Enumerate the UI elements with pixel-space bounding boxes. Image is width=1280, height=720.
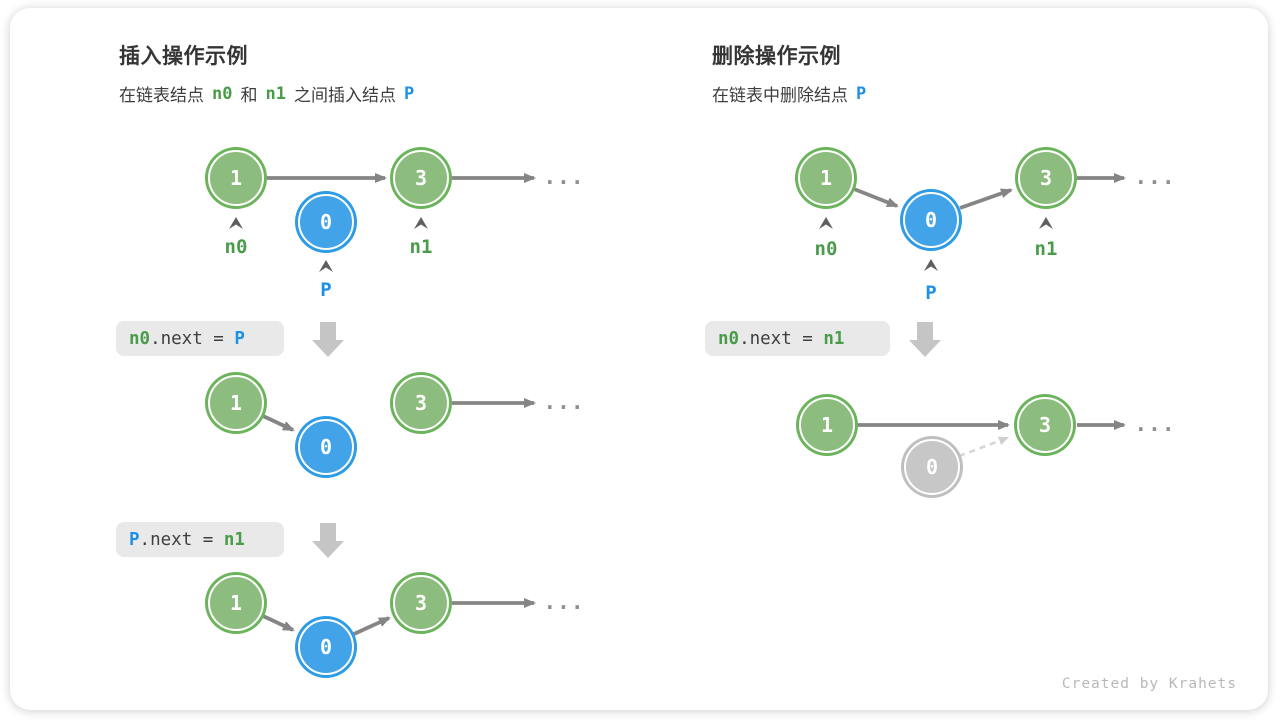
left-subtitle-text-2: 和 <box>240 86 258 105</box>
left-title: 插入操作示例 <box>119 45 248 68</box>
code-left-step1-rhs: P <box>234 328 245 349</box>
pointer-label-right-n0: n0 <box>814 238 838 260</box>
left-subtitle-token-n1: n1 <box>265 83 286 104</box>
ellipsis-right-s1: ... <box>1134 165 1176 190</box>
node-left-s3-value-3: 3 <box>393 575 449 631</box>
ellipsis-left-s2: ... <box>543 390 585 415</box>
ellipsis-left-s3: ... <box>543 590 585 615</box>
node-left-s3-value-1: 1 <box>208 575 264 631</box>
right-subtitle-text-1: 在链表中删除结点 <box>712 86 848 105</box>
code-box-left-step1: n0 .next = P <box>116 321 284 356</box>
node-right-s1-value-0: 0 <box>903 192 959 248</box>
code-right-step1-rhs: n1 <box>823 328 845 349</box>
ellipsis-left-s1: ... <box>543 165 585 190</box>
node-left-s1-value-0: 0 <box>298 194 354 250</box>
pointer-label-right-n1: n1 <box>1034 238 1058 260</box>
code-right-step1-op: .next = <box>739 328 824 349</box>
left-subtitle-token-p: P <box>403 83 415 104</box>
right-subtitle-token-p: P <box>856 83 867 104</box>
ellipsis-right-s2: ... <box>1134 412 1176 437</box>
pointer-label-right-p: P <box>925 282 937 304</box>
code-box-right-step1: n0 .next = n1 <box>705 321 890 356</box>
node-left-s2-value-3: 3 <box>393 375 449 431</box>
code-box-left-step2: P .next = n1 <box>116 522 284 557</box>
node-left-s2-value-1: 1 <box>208 375 264 431</box>
left-subtitle-text-3: 之间插入结点 <box>293 86 396 105</box>
code-left-step2-op: .next = <box>139 529 224 550</box>
code-left-step2-rhs: n1 <box>223 529 245 550</box>
node-right-s1-value-1: 1 <box>798 150 854 206</box>
node-left-s1-value-1: 1 <box>208 150 264 206</box>
code-right-step1-lhs: n0 <box>718 328 740 349</box>
node-left-s2-value-0: 0 <box>298 419 354 475</box>
code-left-step2-lhs: P <box>129 529 140 550</box>
left-subtitle: 在链表结点 n0 和 n1 之间插入结点 P <box>119 81 414 106</box>
credit-watermark: Created by Krahets <box>1061 676 1237 692</box>
node-left-s1-value-3: 3 <box>393 150 449 206</box>
pointer-label-left-n0: n0 <box>224 236 248 258</box>
pointer-label-left-p: P <box>320 279 332 301</box>
node-right-s1-value-3: 3 <box>1018 150 1074 206</box>
node-right-s2-value-0-removed: 0 <box>904 439 960 495</box>
left-subtitle-token-n0: n0 <box>212 83 233 104</box>
right-title: 删除操作示例 <box>712 45 841 68</box>
node-right-s2-value-3: 3 <box>1017 397 1073 453</box>
code-left-step1-lhs: n0 <box>129 328 151 349</box>
pointer-label-left-n1: n1 <box>409 236 433 258</box>
left-subtitle-text-1: 在链表结点 <box>119 86 204 105</box>
node-right-s2-value-1: 1 <box>799 397 855 453</box>
figure-card <box>10 8 1268 710</box>
node-left-s3-value-0: 0 <box>298 619 354 675</box>
right-subtitle: 在链表中删除结点 P <box>712 81 866 106</box>
code-left-step1-op: .next = <box>150 328 235 349</box>
